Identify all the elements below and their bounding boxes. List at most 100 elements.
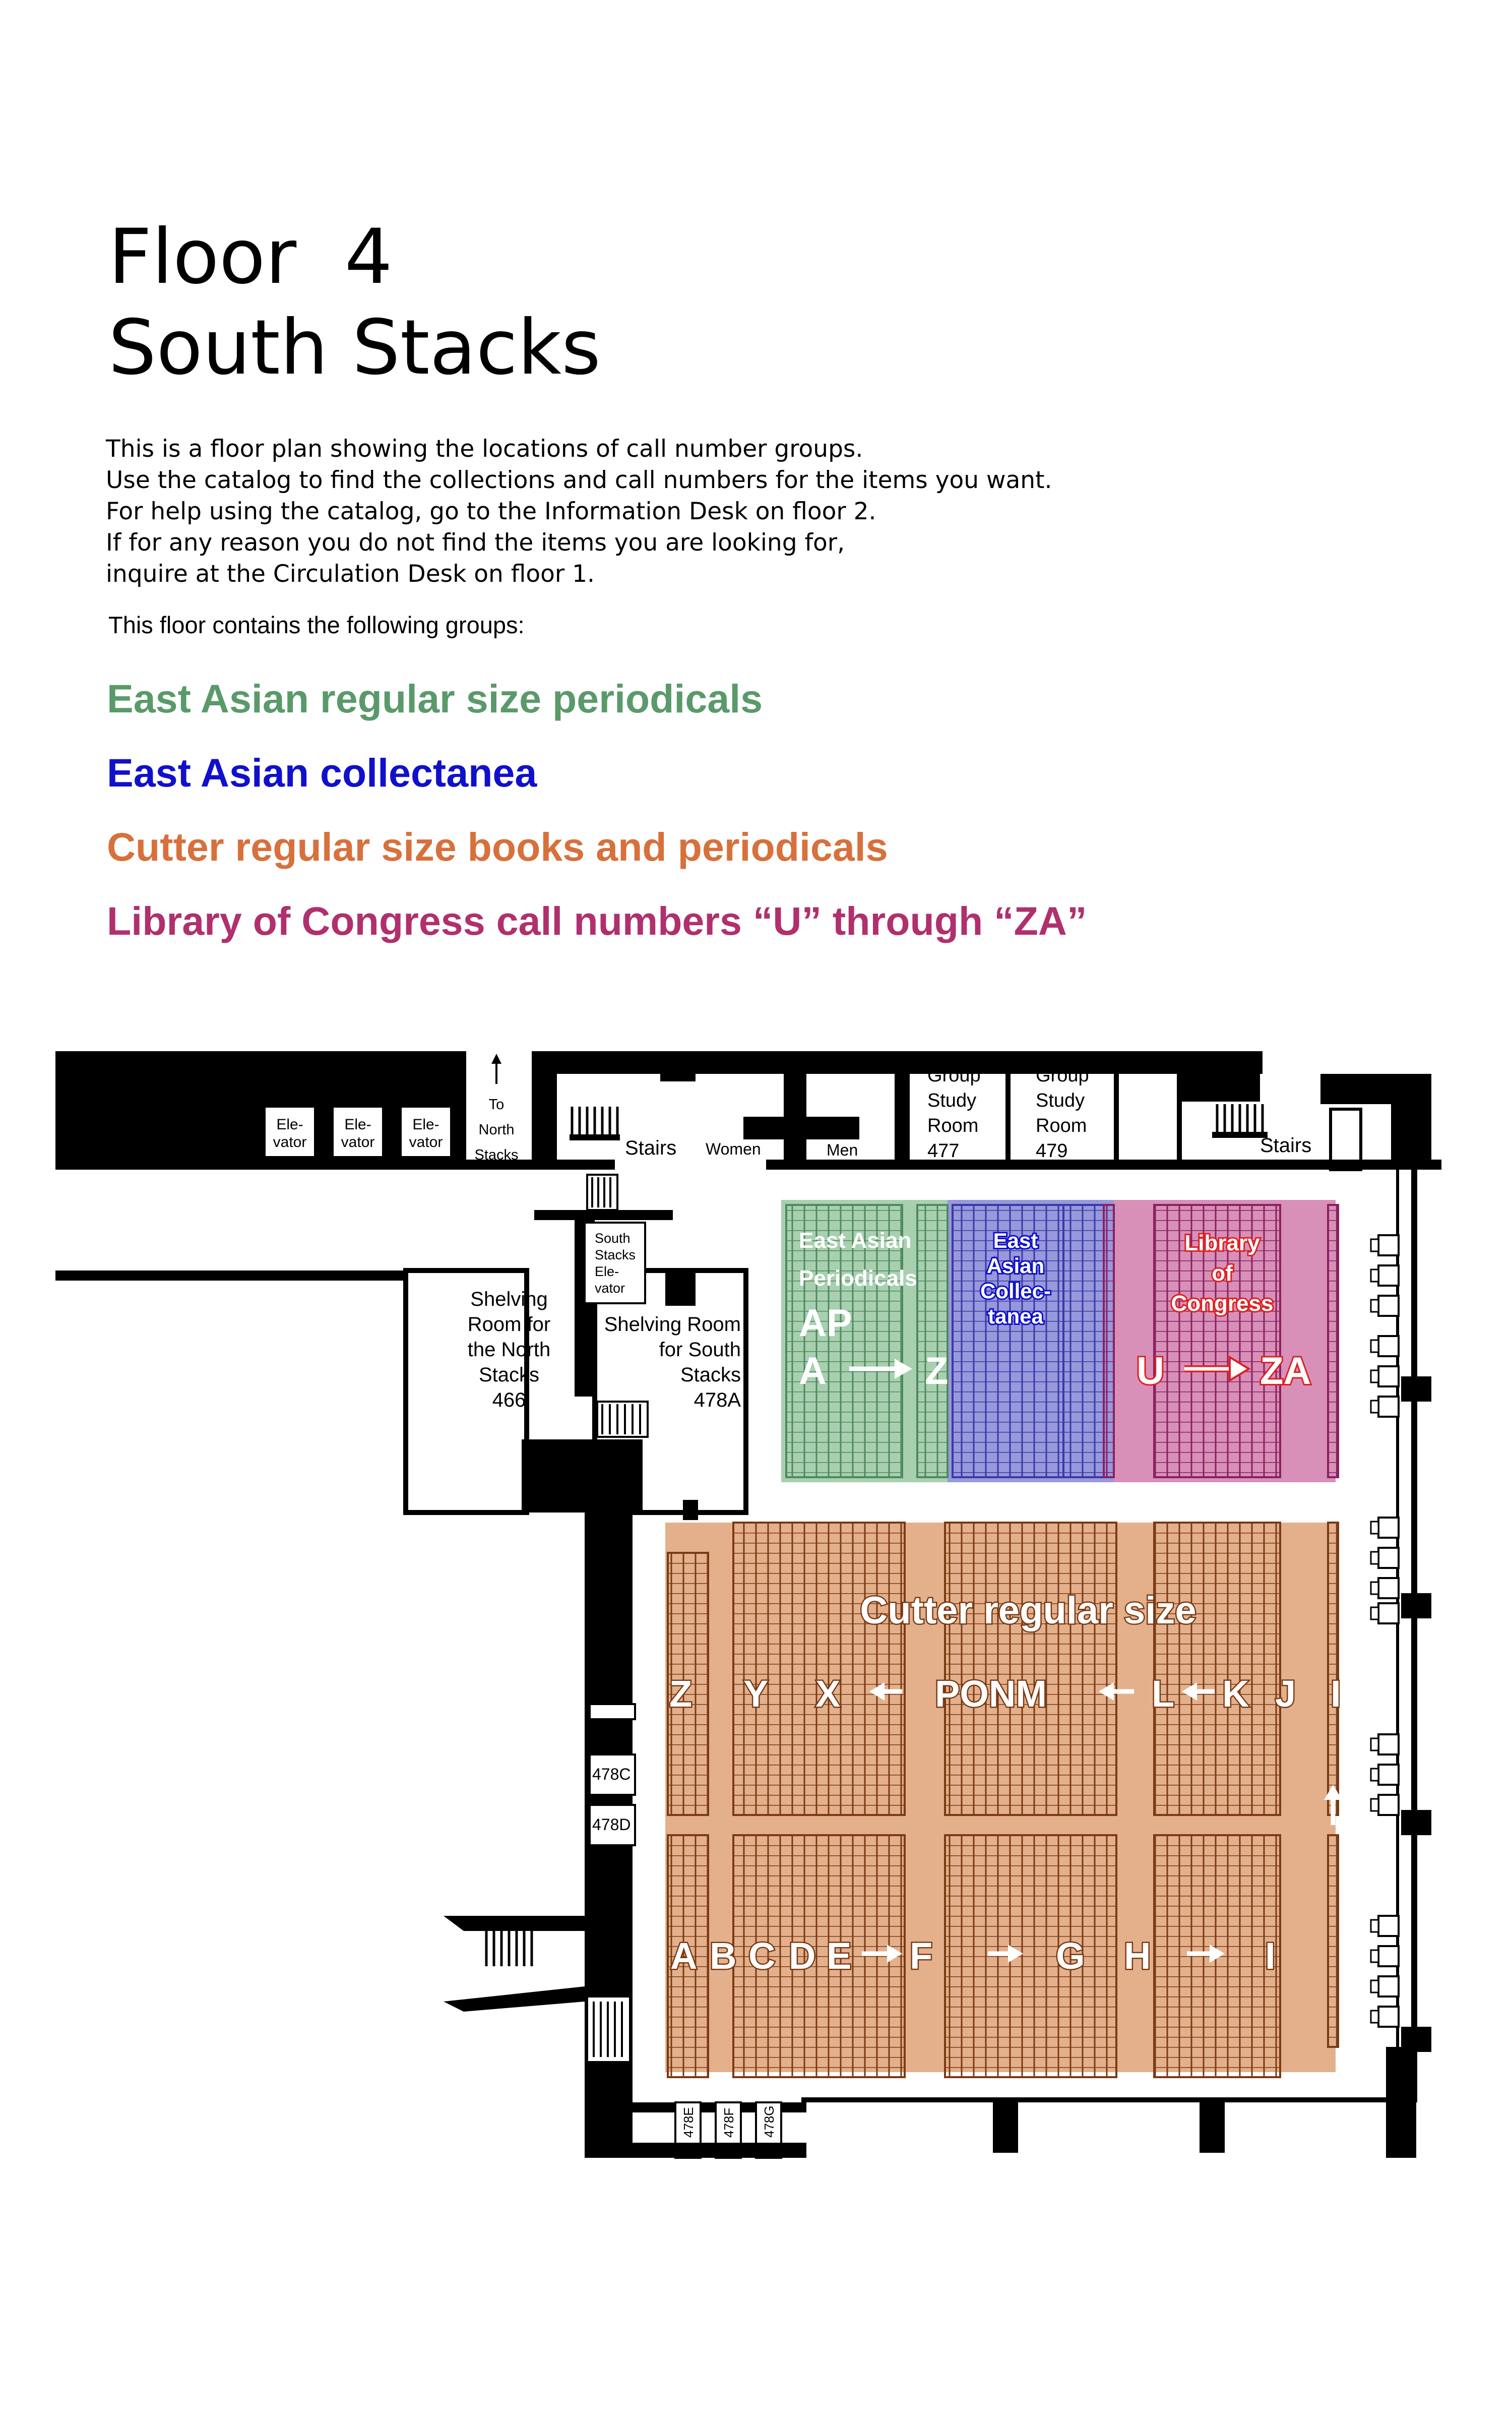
elevator-2-label: Ele-	[344, 1116, 371, 1133]
carrel-desk	[1377, 2006, 1400, 2028]
wall-left-wing	[444, 1986, 585, 2012]
cutter-arrows	[862, 1682, 1342, 1963]
group-cutter: Cutter regular size books and periodical…	[107, 824, 888, 869]
room-label: Room for	[468, 1313, 551, 1336]
group-study-room-477: Group Study Room 477	[927, 1065, 981, 1162]
shelf-cutter	[944, 1522, 1117, 1816]
wall-seg	[589, 1703, 636, 1720]
intro-text: This is a floor plan showing the locatio…	[106, 434, 1052, 590]
zone-label: Congress	[1171, 1291, 1274, 1316]
room-label: 478A	[694, 1389, 741, 1411]
wall-left-wing	[444, 1916, 585, 1931]
right-arrow-head-icon	[1210, 1945, 1225, 1963]
wall-bottom-base	[585, 2143, 806, 2158]
group-library-of-congress: Library of Congress call numbers “U” thr…	[107, 898, 1087, 943]
north-arrow-head-icon	[491, 1054, 501, 1064]
room-label: Stacks	[680, 1364, 741, 1386]
carrel-chair	[1370, 1979, 1379, 1993]
group-study-room-479: Group Study Room 479	[1036, 1065, 1089, 1162]
cutter-title: Cutter regular size	[860, 1589, 1196, 1632]
contains-label: This floor contains the following groups…	[108, 612, 525, 638]
carrel-desk	[1377, 1794, 1400, 1816]
room-label: Room	[927, 1115, 978, 1136]
wall-seg	[1177, 1059, 1182, 1165]
wall-block	[522, 1439, 643, 1512]
stairs-top-left-label: Stairs	[625, 1137, 676, 1159]
shelf-periodicals	[785, 1204, 903, 1478]
carrel-desk	[1377, 1517, 1400, 1539]
shelf-cutter	[1327, 1834, 1339, 2048]
carrel-desk	[1377, 1365, 1400, 1387]
wall-block	[683, 1500, 698, 1520]
title-floor: Floor 4	[108, 213, 393, 301]
room-label: Room	[1036, 1115, 1087, 1136]
carrel-chair	[1370, 1299, 1379, 1313]
room-label: Group	[927, 1065, 981, 1086]
pillar-right	[1401, 1593, 1431, 1618]
wall-right-inner-line	[1396, 1170, 1399, 2102]
stairs-top-right	[1212, 1102, 1268, 1138]
room-label: Stacks	[479, 1364, 539, 1386]
group-east-asian-periodicals: East Asian regular size periodicals	[107, 676, 763, 721]
cutter-letter: I	[1265, 1935, 1276, 1977]
wall-seg	[895, 1051, 910, 1170]
right-arrow-head-icon	[1008, 1945, 1023, 1963]
stairs-bottom-label: Stairs	[589, 2080, 630, 2098]
corridor-wall	[55, 1270, 408, 1281]
wall-right-column	[1391, 1089, 1431, 1170]
carrel-chair	[1370, 1400, 1379, 1414]
elevator-1-label: vator	[273, 1134, 307, 1151]
right-arrow-head-icon	[887, 1945, 902, 1963]
carrel-chair	[1370, 1949, 1379, 1963]
room-478d	[589, 1804, 636, 1846]
pillar-right	[1401, 2027, 1431, 2052]
south-elevator-label: vator	[595, 1281, 625, 1296]
room-478c-label: 478C	[592, 1765, 631, 1783]
pillar	[1200, 2102, 1225, 2153]
shelf-collectanea	[952, 1204, 1064, 1478]
to-north-label: North	[479, 1122, 515, 1138]
shelf-cutter	[944, 1834, 1117, 2078]
carrel-desk	[1377, 1547, 1400, 1569]
room-478e-label: 478E	[681, 2107, 696, 2138]
zone-label: Periodicals	[799, 1266, 917, 1291]
shelf-periodicals	[916, 1204, 949, 1478]
study-carrels	[1370, 1234, 1400, 2028]
wall-top-left	[55, 1051, 466, 1170]
carrel-desk	[1377, 1335, 1400, 1357]
cutter-letter: Z	[669, 1673, 692, 1715]
elevator-3	[400, 1106, 452, 1158]
elevator-1	[264, 1106, 316, 1158]
room-label: the North	[468, 1339, 551, 1361]
cutter-letter: C	[748, 1935, 775, 1977]
elevator-3-label: Ele-	[412, 1116, 439, 1133]
zone-label: U	[1137, 1350, 1164, 1393]
room-label: for South	[659, 1339, 741, 1361]
shelf-collectanea	[1062, 1204, 1105, 1478]
zone-label: tanea	[988, 1304, 1043, 1328]
carrel-desk	[1377, 1733, 1400, 1756]
wall-seg	[1005, 1059, 1011, 1165]
wall-restroom-bar	[743, 1117, 859, 1139]
room-label: Shelving	[470, 1288, 547, 1310]
zone-label: A	[799, 1350, 827, 1393]
carrel-desk	[1377, 1975, 1400, 1998]
left-arrow-head-icon	[1182, 1682, 1197, 1701]
intro-line: If for any reason you do not find the it…	[106, 529, 845, 557]
room-label: Shelving Room	[604, 1313, 741, 1336]
carrel-desk	[1377, 1602, 1400, 1624]
room-label: Group	[1036, 1065, 1089, 1086]
zone-label: East Asian	[799, 1228, 911, 1253]
carrel-desk	[1377, 1396, 1400, 1418]
right-arrow-head-icon	[1229, 1355, 1251, 1382]
shelf-cutter	[732, 1522, 906, 1816]
cutter-letter: X	[815, 1673, 840, 1715]
intro-line: Use the catalog to find the collections …	[106, 466, 1052, 494]
room-478d-label: 478D	[592, 1816, 631, 1834]
cutter-letter: D	[789, 1935, 815, 1977]
zone-label: ZA	[1260, 1350, 1311, 1393]
men-restroom-label: Men	[827, 1141, 858, 1159]
shelving-room-north-label: Shelving Room for the North Stacks 466	[468, 1288, 551, 1411]
carrel-desk	[1377, 1915, 1400, 1937]
cutter-letter: E	[827, 1935, 851, 1977]
